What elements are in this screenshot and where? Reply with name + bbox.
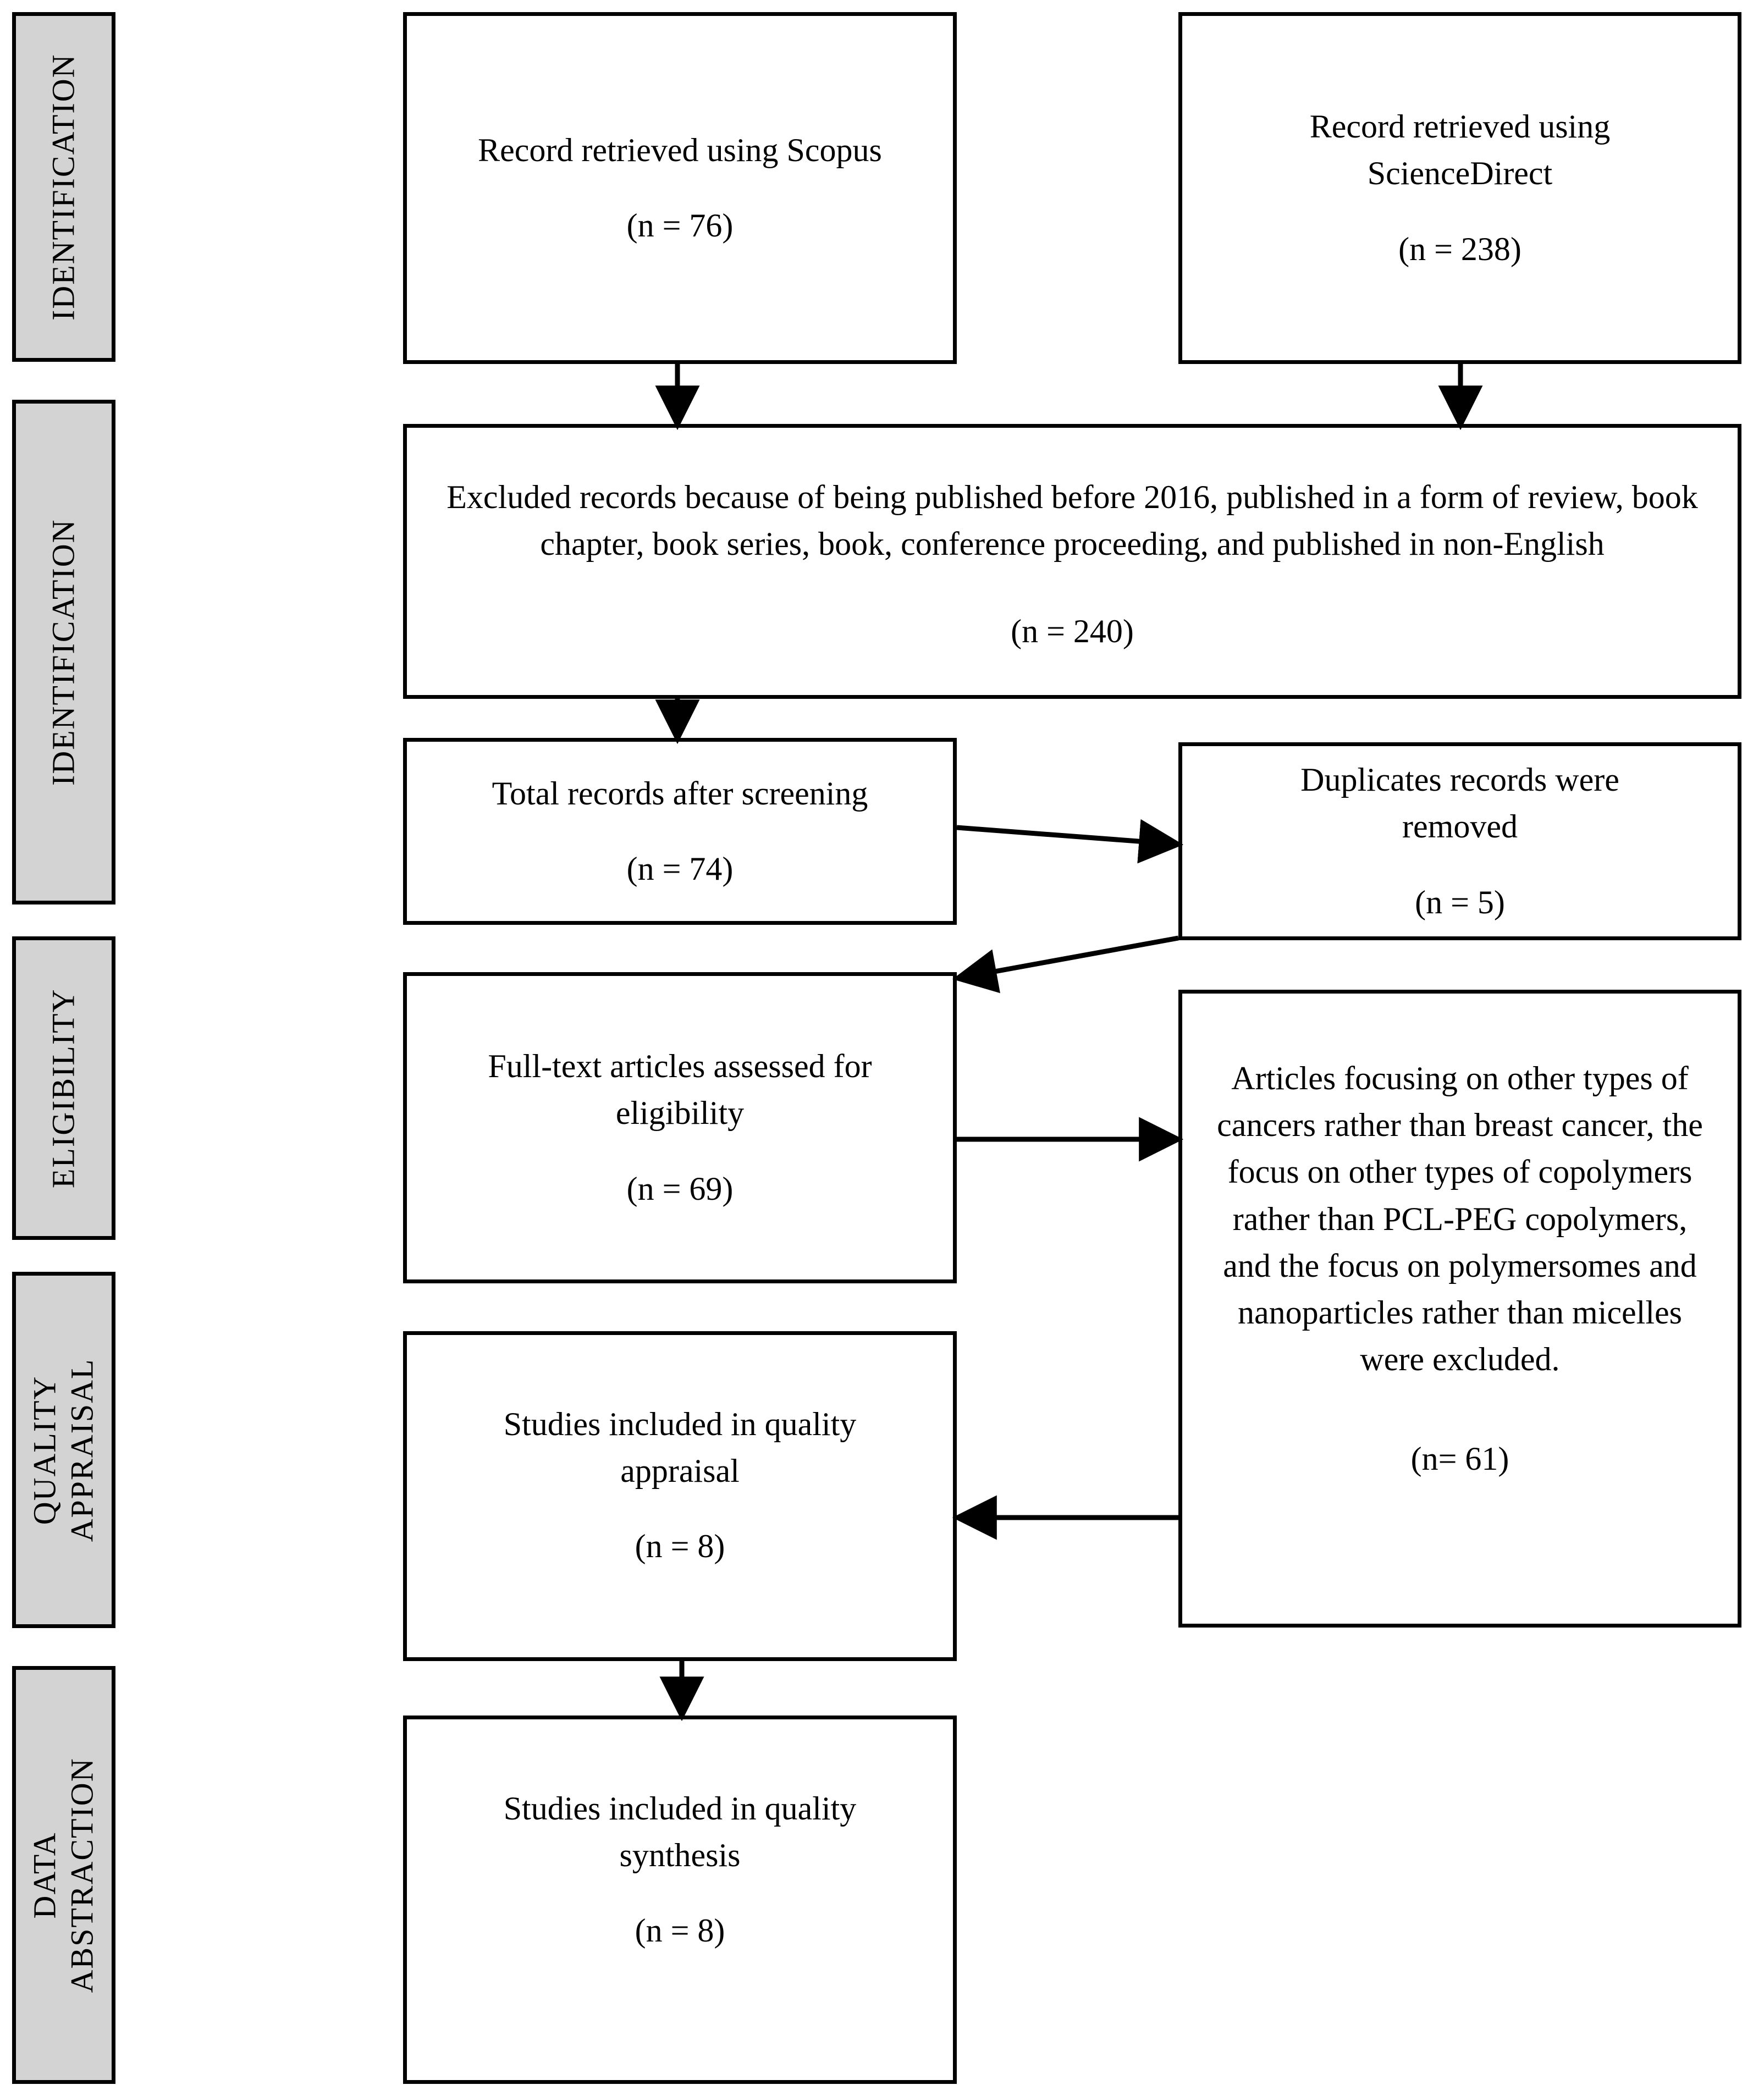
- node-total-records-after-screening-text: Total records after screening: [492, 775, 868, 812]
- node-exclusion-criteria-count: (n= 61): [1410, 1441, 1509, 1477]
- node-quality-appraisal-studies-count: (n = 8): [635, 1528, 725, 1565]
- phase-label-data-abstraction-line1: DATA: [26, 1832, 63, 1919]
- arrow-duplicates-to-fulltext: [952, 935, 1179, 994]
- node-duplicates-removed-text: Duplicates records were removed: [1300, 762, 1619, 845]
- phase-label-data-abstraction-line2: ABSTRACTION: [64, 1757, 100, 1993]
- node-scopus-records-text: Record retrieved using Scopus: [478, 131, 882, 168]
- node-excluded-records-count: (n = 240): [1011, 613, 1134, 650]
- node-quality-synthesis-studies: Studies included in quality synthesis (n…: [403, 1716, 957, 2084]
- node-sciencedirect-records: Record retrieved using ScienceDirect (n …: [1178, 12, 1741, 364]
- phase-label-quality-appraisal: QUALITY APPRAISAL: [26, 1358, 102, 1542]
- phase-label-eligibility: ELIGIBILITY: [45, 988, 81, 1188]
- phase-box-quality-appraisal: QUALITY APPRAISAL: [12, 1272, 115, 1628]
- node-quality-appraisal-studies: Studies included in quality appraisal (n…: [403, 1331, 957, 1661]
- node-sciencedirect-records-count: (n = 238): [1398, 230, 1522, 267]
- node-sciencedirect-records-text: Record retrieved using ScienceDirect: [1309, 108, 1611, 192]
- phase-box-eligibility: ELIGIBILITY: [12, 936, 115, 1240]
- node-fulltext-assessed-text: Full-text articles assessed for eligibil…: [488, 1048, 872, 1132]
- node-duplicates-removed: Duplicates records were removed (n = 5): [1178, 742, 1741, 940]
- node-fulltext-assessed-count: (n = 69): [626, 1170, 734, 1207]
- phase-label-quality-appraisal-line2: APPRAISAL: [64, 1358, 101, 1542]
- phase-label-identification-2: IDENTIFICATION: [45, 519, 81, 786]
- phase-box-data-abstraction: DATA ABSTRACTION: [12, 1666, 115, 2084]
- node-total-records-after-screening: Total records after screening (n = 74): [403, 738, 957, 925]
- node-quality-synthesis-studies-text: Studies included in quality synthesis: [503, 1790, 857, 1874]
- phase-box-identification-1: IDENTIFICATION: [12, 12, 115, 362]
- phase-label-identification-1: IDENTIFICATION: [45, 53, 81, 321]
- node-fulltext-assessed: Full-text articles assessed for eligibil…: [403, 972, 957, 1283]
- node-quality-appraisal-studies-text: Studies included in quality appraisal: [503, 1406, 857, 1490]
- node-excluded-records-text: Excluded records because of being publis…: [446, 479, 1698, 562]
- node-scopus-records: Record retrieved using Scopus (n = 76): [403, 12, 957, 364]
- node-exclusion-criteria: Articles focusing on other types of canc…: [1178, 990, 1741, 1628]
- arrow-screened-to-duplicates: [956, 819, 1184, 864]
- node-total-records-after-screening-count: (n = 74): [626, 851, 734, 887]
- phase-label-quality-appraisal-line1: QUALITY: [26, 1375, 63, 1525]
- phase-label-data-abstraction: DATA ABSTRACTION: [26, 1757, 102, 1993]
- node-scopus-records-count: (n = 76): [626, 207, 734, 244]
- node-excluded-records: Excluded records because of being publis…: [403, 424, 1741, 699]
- node-duplicates-removed-count: (n = 5): [1415, 884, 1505, 920]
- node-exclusion-criteria-text: Articles focusing on other types of canc…: [1217, 1060, 1703, 1378]
- phase-box-identification-2: IDENTIFICATION: [12, 400, 115, 904]
- node-quality-synthesis-studies-count: (n = 8): [635, 1912, 725, 1949]
